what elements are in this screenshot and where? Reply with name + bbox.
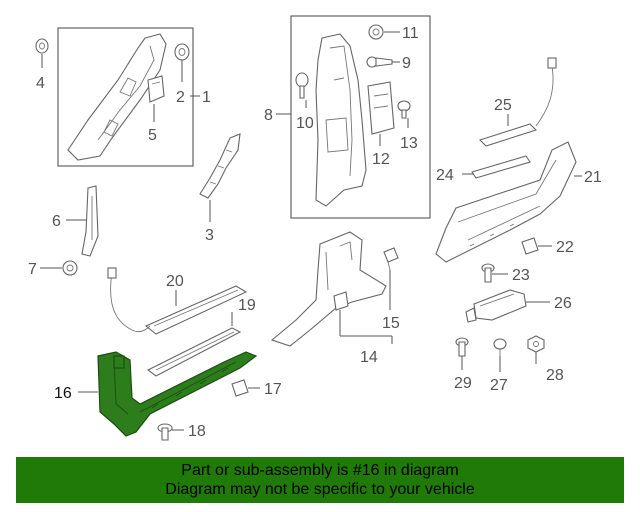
callout-12[interactable]: 12 — [372, 151, 390, 168]
sill-strip-part-19 — [146, 327, 242, 377]
callout-29[interactable]: 29 — [454, 375, 472, 392]
screw-part-18 — [157, 423, 173, 441]
screw-part-29 — [455, 337, 469, 357]
clip-part-15 — [383, 247, 399, 271]
callout-22[interactable]: 22 — [556, 239, 574, 256]
callout-20[interactable]: 20 — [166, 273, 184, 290]
info-banner: Part or sub-assembly is #16 in diagram D… — [16, 457, 624, 503]
callout-1[interactable]: 1 — [202, 89, 211, 106]
leader-lines — [40, 31, 582, 431]
strip-part-24 — [471, 155, 531, 179]
b-pillar-trim — [315, 33, 367, 207]
clip-part-2 — [174, 43, 190, 61]
callout-5[interactable]: 5 — [148, 127, 157, 144]
callout-labels: 4 2 1 5 3 6 7 8 11 9 10 13 12 15 14 20 1… — [28, 25, 602, 440]
callout-8[interactable]: 8 — [264, 107, 273, 124]
callout-27[interactable]: 27 — [490, 377, 508, 394]
callout-17[interactable]: 17 — [264, 381, 282, 398]
callout-15[interactable]: 15 — [382, 315, 400, 332]
callout-16[interactable]: 16 — [54, 385, 72, 402]
callout-10[interactable]: 10 — [296, 115, 314, 132]
clip-part-17 — [231, 379, 249, 397]
highlighted-part-16 — [97, 351, 258, 437]
clip-part-10 — [295, 72, 309, 99]
callout-3[interactable]: 3 — [205, 227, 214, 244]
clip-part-22 — [521, 237, 539, 255]
callout-26[interactable]: 26 — [554, 295, 572, 312]
parts-diagram: 4 2 1 5 3 6 7 8 11 9 10 13 12 15 14 20 1… — [28, 15, 602, 441]
callout-11[interactable]: 11 — [402, 25, 419, 42]
lower-trim-part-14 — [270, 231, 387, 347]
clip-part-13 — [397, 100, 411, 119]
bracket-part-26 — [465, 289, 527, 323]
cover-part-5 — [147, 75, 165, 103]
clip-part-27 — [493, 338, 507, 356]
bracket-part-3 — [199, 133, 241, 199]
bolt-part-9 — [366, 56, 393, 68]
callout-28[interactable]: 28 — [546, 367, 564, 384]
callout-7[interactable]: 7 — [28, 261, 37, 278]
banner-line-2: Diagram may not be specific to your vehi… — [165, 481, 475, 498]
nut-part-28 — [527, 335, 545, 353]
sill-plate-part-20 — [107, 267, 248, 335]
callout-24[interactable]: 24 — [436, 167, 454, 184]
lamp-strip-part-25 — [478, 57, 557, 147]
callout-23[interactable]: 23 — [512, 267, 530, 284]
rear-sill-trim-part-21 — [435, 141, 577, 263]
cover-part-12 — [367, 81, 395, 135]
a-pillar-trim — [67, 33, 167, 161]
washer-part-4 — [35, 38, 49, 54]
clip-part-11 — [368, 24, 384, 40]
group-box-8 — [290, 15, 431, 219]
trim-strip-part-6 — [81, 185, 99, 257]
callout-14[interactable]: 14 — [360, 349, 378, 366]
bolt-part-7 — [62, 260, 78, 276]
callout-21[interactable]: 21 — [584, 169, 602, 186]
callout-4[interactable]: 4 — [36, 75, 45, 92]
screw-part-23 — [481, 263, 495, 283]
group-box-1 — [57, 27, 194, 167]
callout-13[interactable]: 13 — [400, 135, 418, 152]
callout-6[interactable]: 6 — [52, 213, 61, 230]
callout-25[interactable]: 25 — [494, 97, 512, 114]
callout-18[interactable]: 18 — [188, 423, 206, 440]
callout-2[interactable]: 2 — [176, 89, 185, 106]
banner-line-1: Part or sub-assembly is #16 in diagram — [181, 462, 459, 479]
callout-9[interactable]: 9 — [402, 55, 411, 72]
callout-19[interactable]: 19 — [238, 297, 256, 314]
